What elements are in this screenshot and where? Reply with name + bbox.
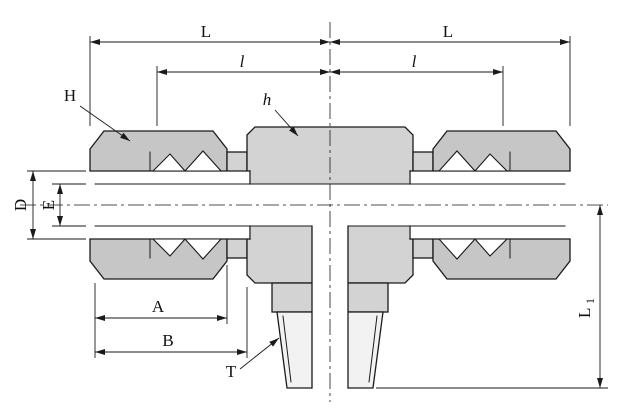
right-back-ferrule-top	[437, 150, 477, 172]
left-front-ferrule-bottom	[151, 238, 187, 257]
label-h-body: h	[263, 90, 272, 109]
dim-label-L-right: L	[443, 22, 453, 41]
left-back-ferrule-top	[183, 150, 223, 172]
leader-h: h	[263, 90, 299, 137]
branch-bore-walls	[311, 225, 349, 389]
dim-label-l-left: l	[240, 52, 245, 71]
dim-L1: L 1	[376, 205, 608, 389]
dim-label-l-right: l	[412, 52, 417, 71]
right-back-ferrule-bottom	[437, 238, 477, 260]
leader-T: T	[226, 337, 280, 381]
internal-details	[89, 150, 571, 389]
leader-line	[79, 105, 131, 142]
dim-label-L-left: L	[201, 22, 211, 41]
dim-E: E	[39, 183, 86, 227]
dim-D: D	[11, 170, 86, 240]
leader-H: H	[64, 86, 131, 142]
leader-line	[239, 337, 280, 370]
dimensions: L L l l H h	[11, 22, 608, 389]
dim-A: A	[94, 265, 228, 358]
centerlines	[20, 22, 608, 402]
right-front-ferrule-top	[473, 153, 509, 172]
extension-line	[27, 170, 86, 240]
dim-label-A: A	[152, 297, 165, 316]
dim-l-left: l	[156, 52, 330, 126]
dim-label-L1-base: L	[575, 308, 594, 318]
label-T-thread: T	[226, 362, 237, 381]
dim-B: B	[95, 287, 248, 358]
label-H-nut: H	[64, 86, 76, 105]
leader-line	[274, 109, 299, 137]
left-back-ferrule-bottom	[183, 238, 223, 260]
dim-L-left: L	[89, 22, 330, 126]
thread-root-lines	[282, 315, 378, 383]
dim-l-right: l	[330, 52, 504, 126]
left-front-ferrule-top	[151, 153, 187, 172]
dim-label-D: D	[11, 199, 30, 211]
dim-label-L1-subscript: 1	[583, 298, 597, 304]
right-front-ferrule-bottom	[473, 238, 509, 257]
dim-L-right: L	[330, 22, 571, 126]
dim-label-L1: L 1	[575, 298, 597, 318]
dim-label-E: E	[39, 200, 58, 210]
dim-label-B: B	[162, 331, 173, 350]
